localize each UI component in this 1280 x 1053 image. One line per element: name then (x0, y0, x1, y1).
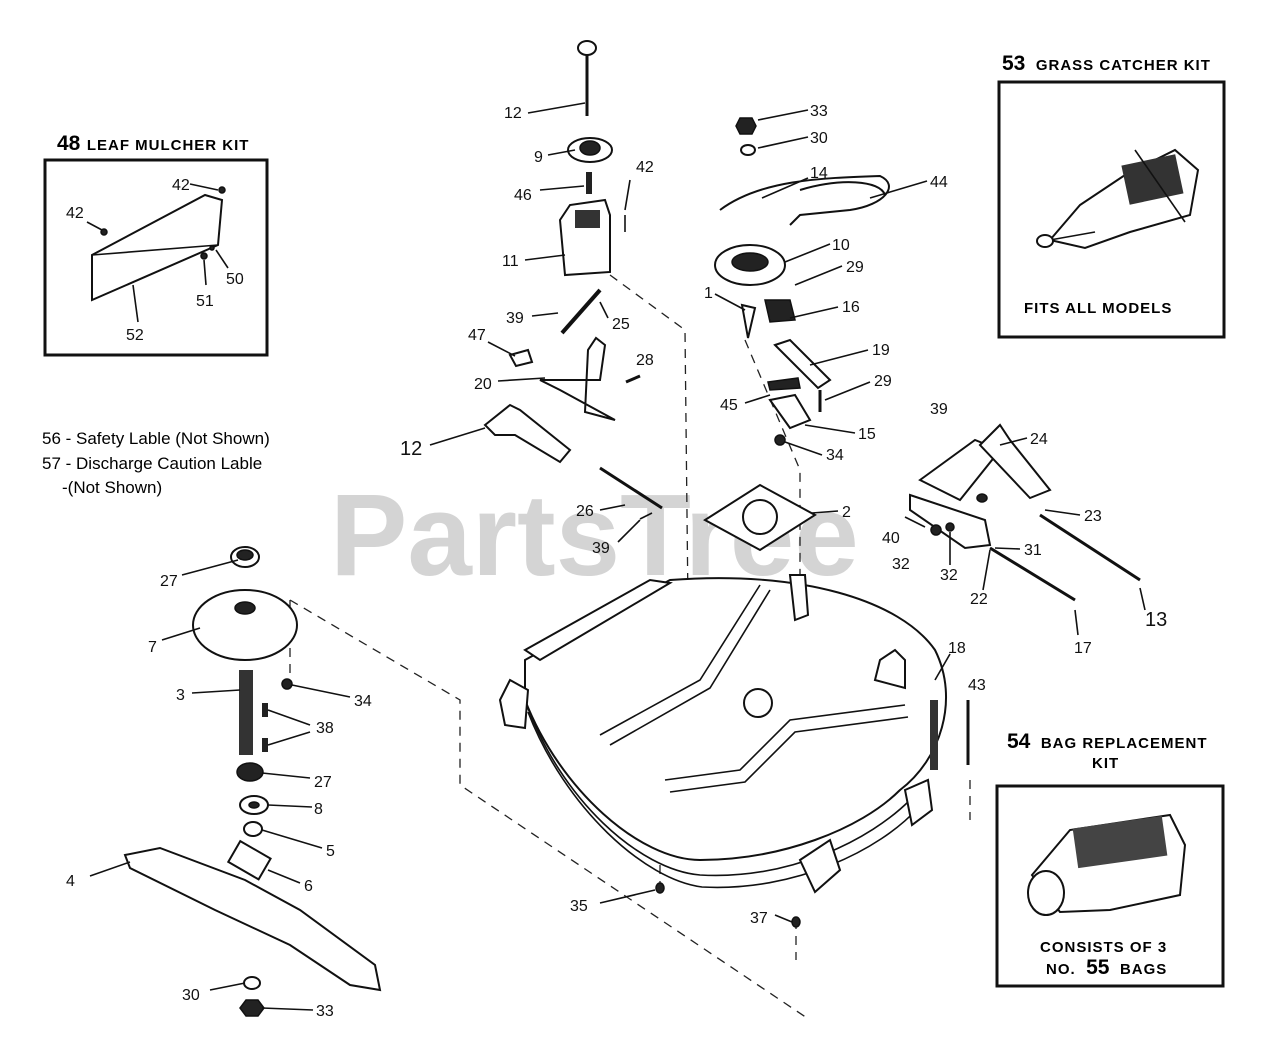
svg-text:48 LEAF MULCHER KIT: 48 LEAF MULCHER KIT (57, 132, 249, 155)
lift-and-pulley-parts (483, 40, 817, 552)
callout-38: 38 (316, 720, 334, 737)
callout-32: 32 (892, 556, 910, 573)
mower-deck (498, 574, 947, 894)
callout-6: 6 (304, 878, 313, 895)
callout-8: 8 (314, 801, 323, 818)
callout-45: 45 (720, 397, 738, 414)
callout-39: 39 (592, 540, 610, 557)
callout-23: 23 (1084, 508, 1102, 525)
callout-10: 10 (832, 237, 850, 254)
callout-25: 25 (612, 316, 630, 333)
bag-kit-caption-prefix: NO. (1046, 961, 1076, 978)
leader-lines (89, 102, 1146, 1011)
callout-39: 39 (506, 310, 524, 327)
kit-number-54: 54 (1007, 730, 1031, 753)
idler-and-bracket-parts (714, 117, 890, 446)
svg-text:54 BAG REPLACEMENT: 54 BAG REPLACEMENT (1007, 730, 1207, 753)
callout-50: 50 (226, 271, 244, 288)
callout-42: 42 (172, 177, 190, 194)
callout-12: 12 (400, 438, 422, 460)
callout-33: 33 (810, 103, 828, 120)
callout-24: 24 (1030, 431, 1048, 448)
callouts: 12 9 46 42 11 39 25 47 28 20 12 26 39 33… (66, 103, 1167, 1020)
kit-title-bag-replacement: BAG REPLACEMENT (1041, 735, 1208, 752)
callout-18: 18 (948, 640, 966, 657)
callout-30: 30 (182, 987, 200, 1004)
note-discharge-label: 57 - Discharge Caution Lable (42, 454, 262, 473)
callout-29: 29 (874, 373, 892, 390)
leaf-mulcher-kit: 48 LEAF MULCHER KIT 42 42 50 51 52 (43, 132, 269, 357)
kit-title-leaf-mulcher: LEAF MULCHER KIT (87, 137, 250, 154)
callout-37: 37 (750, 910, 768, 927)
mulcher-plate (91, 193, 224, 302)
callout-28: 28 (636, 352, 654, 369)
callout-12: 12 (504, 105, 522, 122)
callout-27: 27 (160, 573, 178, 590)
callout-51: 51 (196, 293, 214, 310)
callout-43: 43 (968, 677, 986, 694)
kit-title-grass-catcher: GRASS CATCHER KIT (1036, 57, 1211, 74)
note-safety-label: 56 - Safety Lable (Not Shown) (42, 429, 270, 448)
callout-42: 42 (636, 159, 654, 176)
callout-3: 3 (176, 687, 185, 704)
callout-4: 4 (66, 873, 75, 890)
callout-9: 9 (534, 149, 543, 166)
bag-kit-caption-line1: CONSISTS OF 3 (1040, 939, 1167, 956)
spindle-and-blade-parts (123, 546, 382, 1017)
callout-46: 46 (514, 187, 532, 204)
callout-40: 40 (882, 530, 900, 547)
callout-34: 34 (826, 447, 844, 464)
callout-22: 22 (970, 591, 988, 608)
callout-42: 42 (66, 205, 84, 222)
discharge-bracket-parts (655, 423, 1141, 928)
callout-33: 33 (316, 1003, 334, 1020)
callout-1: 1 (704, 285, 713, 302)
callout-34: 34 (354, 693, 372, 710)
callout-52: 52 (126, 327, 144, 344)
callout-26: 26 (576, 503, 594, 520)
kit-number-53: 53 (1002, 52, 1025, 75)
callout-30: 30 (810, 130, 828, 147)
callout-35: 35 (570, 898, 588, 915)
callout-2: 2 (842, 504, 851, 521)
callout-17: 17 (1074, 640, 1092, 657)
grass-catcher-kit: 53 GRASS CATCHER KIT FITS ALL MODELS (997, 52, 1226, 339)
callout-32: 32 (940, 567, 958, 584)
kit-number-48: 48 (57, 132, 81, 155)
svg-text:NO. 55 BAGS: NO. 55 BAGS (1046, 956, 1167, 979)
grass-catcher-caption: FITS ALL MODELS (1024, 300, 1172, 317)
callout-29: 29 (846, 259, 864, 276)
callout-47: 47 (468, 327, 486, 344)
bag-kit-caption-number: 55 (1086, 956, 1110, 979)
callout-5: 5 (326, 843, 335, 860)
callout-11: 11 (502, 253, 519, 270)
notes: 56 - Safety Lable (Not Shown) 57 - Disch… (42, 429, 270, 497)
callout-13: 13 (1145, 609, 1167, 631)
callout-15: 15 (858, 426, 876, 443)
callout-39: 39 (930, 401, 948, 418)
callout-20: 20 (474, 376, 492, 393)
callout-27: 27 (314, 774, 332, 791)
callout-44: 44 (930, 174, 948, 191)
kit-title-bag-replacement-line2: KIT (1092, 755, 1119, 772)
bag-replacement-kit: 54 BAG REPLACEMENT KIT CONSISTS OF 3 NO.… (995, 730, 1225, 988)
callout-16: 16 (842, 299, 860, 316)
callout-19: 19 (872, 342, 890, 359)
svg-text:53 GRASS CATCHER KIT: 53 GRASS CATCHER KIT (1002, 52, 1211, 75)
bag-kit-caption-suffix: BAGS (1120, 961, 1167, 978)
note-not-shown: -(Not Shown) (62, 478, 162, 497)
callout-14: 14 (810, 165, 828, 182)
callout-31: 31 (1024, 542, 1042, 559)
callout-7: 7 (148, 639, 157, 656)
